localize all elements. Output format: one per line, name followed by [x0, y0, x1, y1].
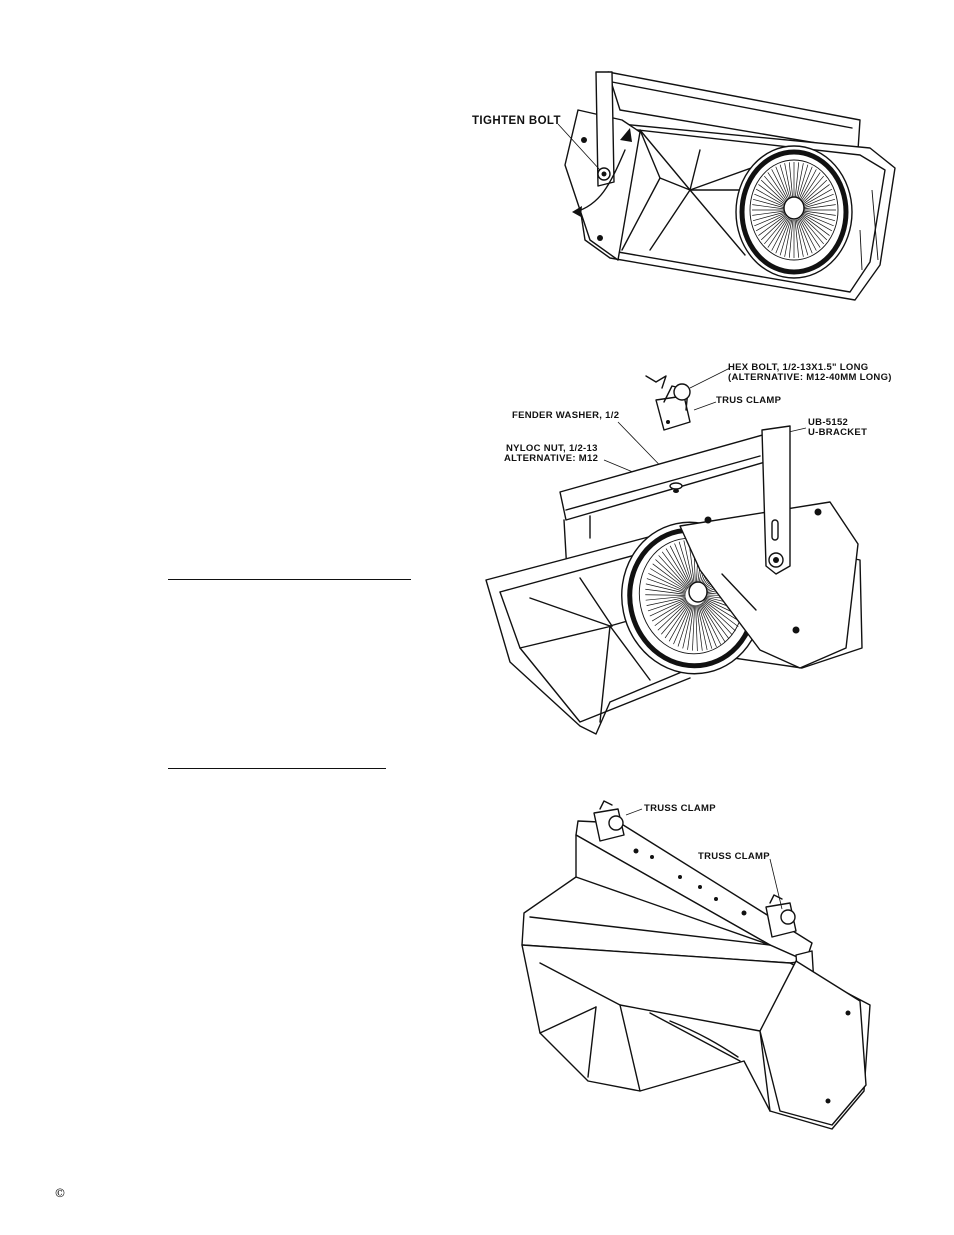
ub-bracket-label-line2: U-BRACKET [808, 427, 868, 438]
truss-clamp-label-right: TRUSS CLAMP [698, 851, 770, 862]
speaker-drawing-3 [521, 800, 871, 1130]
copyright-symbol: © [54, 1186, 66, 1200]
truss-clamp-label-left: TRUSS CLAMP [644, 803, 716, 814]
figure-ubracket-mounting: HEX BOLT, 1/2-13X1.5" LONG (ALTERNATIVE:… [0, 330, 954, 750]
section-rule-1 [168, 579, 411, 580]
tighten-bolt-label: TIGHTEN BOLT [472, 115, 561, 127]
hex-bolt-label-line2: (ALTERNATIVE: M12-40MM LONG) [728, 372, 892, 383]
ub-bracket-label-line1: UB-5152 [808, 417, 849, 428]
trus-clamp-label: TRUS CLAMP [716, 395, 782, 406]
fender-washer-label: FENDER WASHER, 1/2 [512, 410, 620, 421]
figure-truss-clamp-mount: TRUSS CLAMP TRUSS CLAMP [0, 795, 954, 1135]
speaker-drawing-1 [557, 71, 896, 301]
nyloc-nut-label-line1: NYLOC NUT, 1/2-13 [506, 443, 598, 454]
woofer-spokes [752, 162, 836, 258]
nyloc-nut-label-line2: ALTERNATIVE: M12 [504, 453, 599, 464]
section-rule-2 [168, 768, 386, 769]
figure-speaker-tighten-bolt: TIGHTEN BOLT [0, 0, 954, 320]
speaker-drawing-2 [485, 367, 863, 735]
hex-bolt-label-line1: HEX BOLT, 1/2-13X1.5" LONG [728, 362, 869, 373]
